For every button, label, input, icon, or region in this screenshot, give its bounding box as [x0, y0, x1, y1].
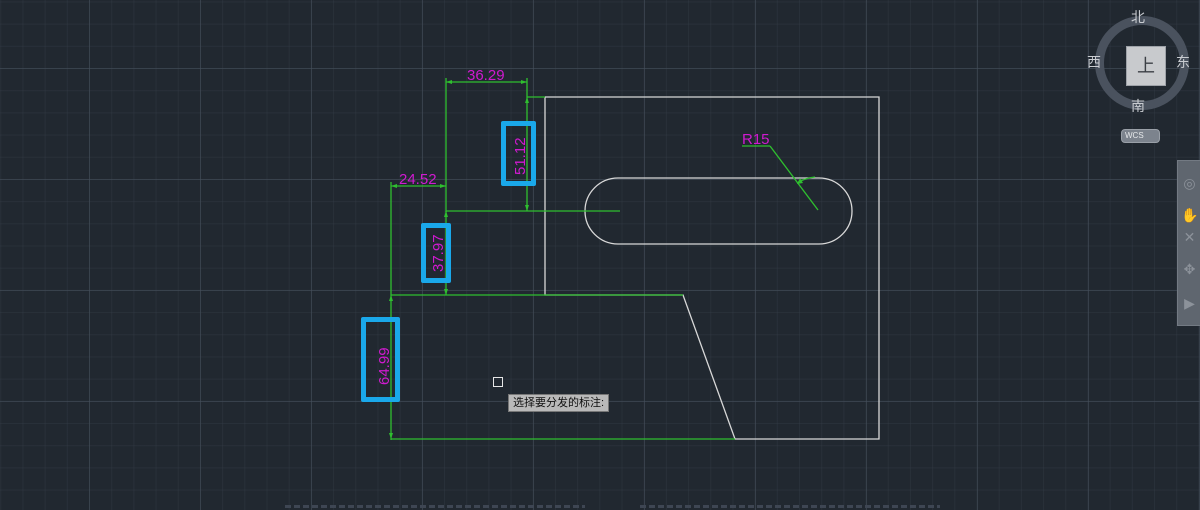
status-line-fragment [285, 505, 585, 508]
command-prompt-tooltip: 选择要分发的标注: [508, 394, 610, 412]
showmotion-icon[interactable]: ▶ [1184, 295, 1195, 311]
compass-east[interactable]: 东 [1176, 54, 1190, 70]
orbit-icon[interactable]: ✥ [1183, 261, 1196, 277]
status-line-fragment [640, 505, 940, 508]
wcs-menu[interactable]: WCS [1121, 129, 1160, 143]
highlight-box-37-97 [421, 223, 451, 283]
viewcube[interactable]: 上 北 南 东 西 WCS [1087, 8, 1192, 143]
pan-icon[interactable]: ✋ [1181, 207, 1199, 223]
cursor-pickbox-icon [493, 377, 503, 387]
part-outline[interactable] [544, 96, 880, 440]
dim-text-51-12[interactable]: 51.12 [512, 137, 529, 175]
zoom-icon[interactable]: ✕ [1183, 229, 1196, 245]
dim-text-64-99[interactable]: 64.99 [376, 347, 393, 385]
dim-text-37-97[interactable]: 37.97 [430, 234, 447, 272]
viewcube-top-face[interactable]: 上 [1126, 46, 1166, 86]
highlight-box-64-99 [361, 317, 400, 402]
highlight-box-51-12 [501, 121, 536, 186]
navigation-bar[interactable]: ◎ ✋ ✕ ✥ ▶ [1177, 160, 1200, 326]
dim-text-36-29[interactable]: 36.29 [467, 67, 505, 84]
dim-text-r15[interactable]: R15 [742, 131, 770, 148]
compass-south[interactable]: 南 [1131, 98, 1145, 114]
compass-west[interactable]: 西 [1087, 54, 1101, 70]
steering-wheel-icon[interactable]: ◎ [1183, 175, 1196, 191]
viewcube-compass-ring[interactable] [1095, 16, 1189, 110]
dimension-arrowheads [389, 80, 803, 439]
compass-north[interactable]: 北 [1131, 9, 1145, 25]
dim-text-24-52[interactable]: 24.52 [399, 171, 437, 188]
